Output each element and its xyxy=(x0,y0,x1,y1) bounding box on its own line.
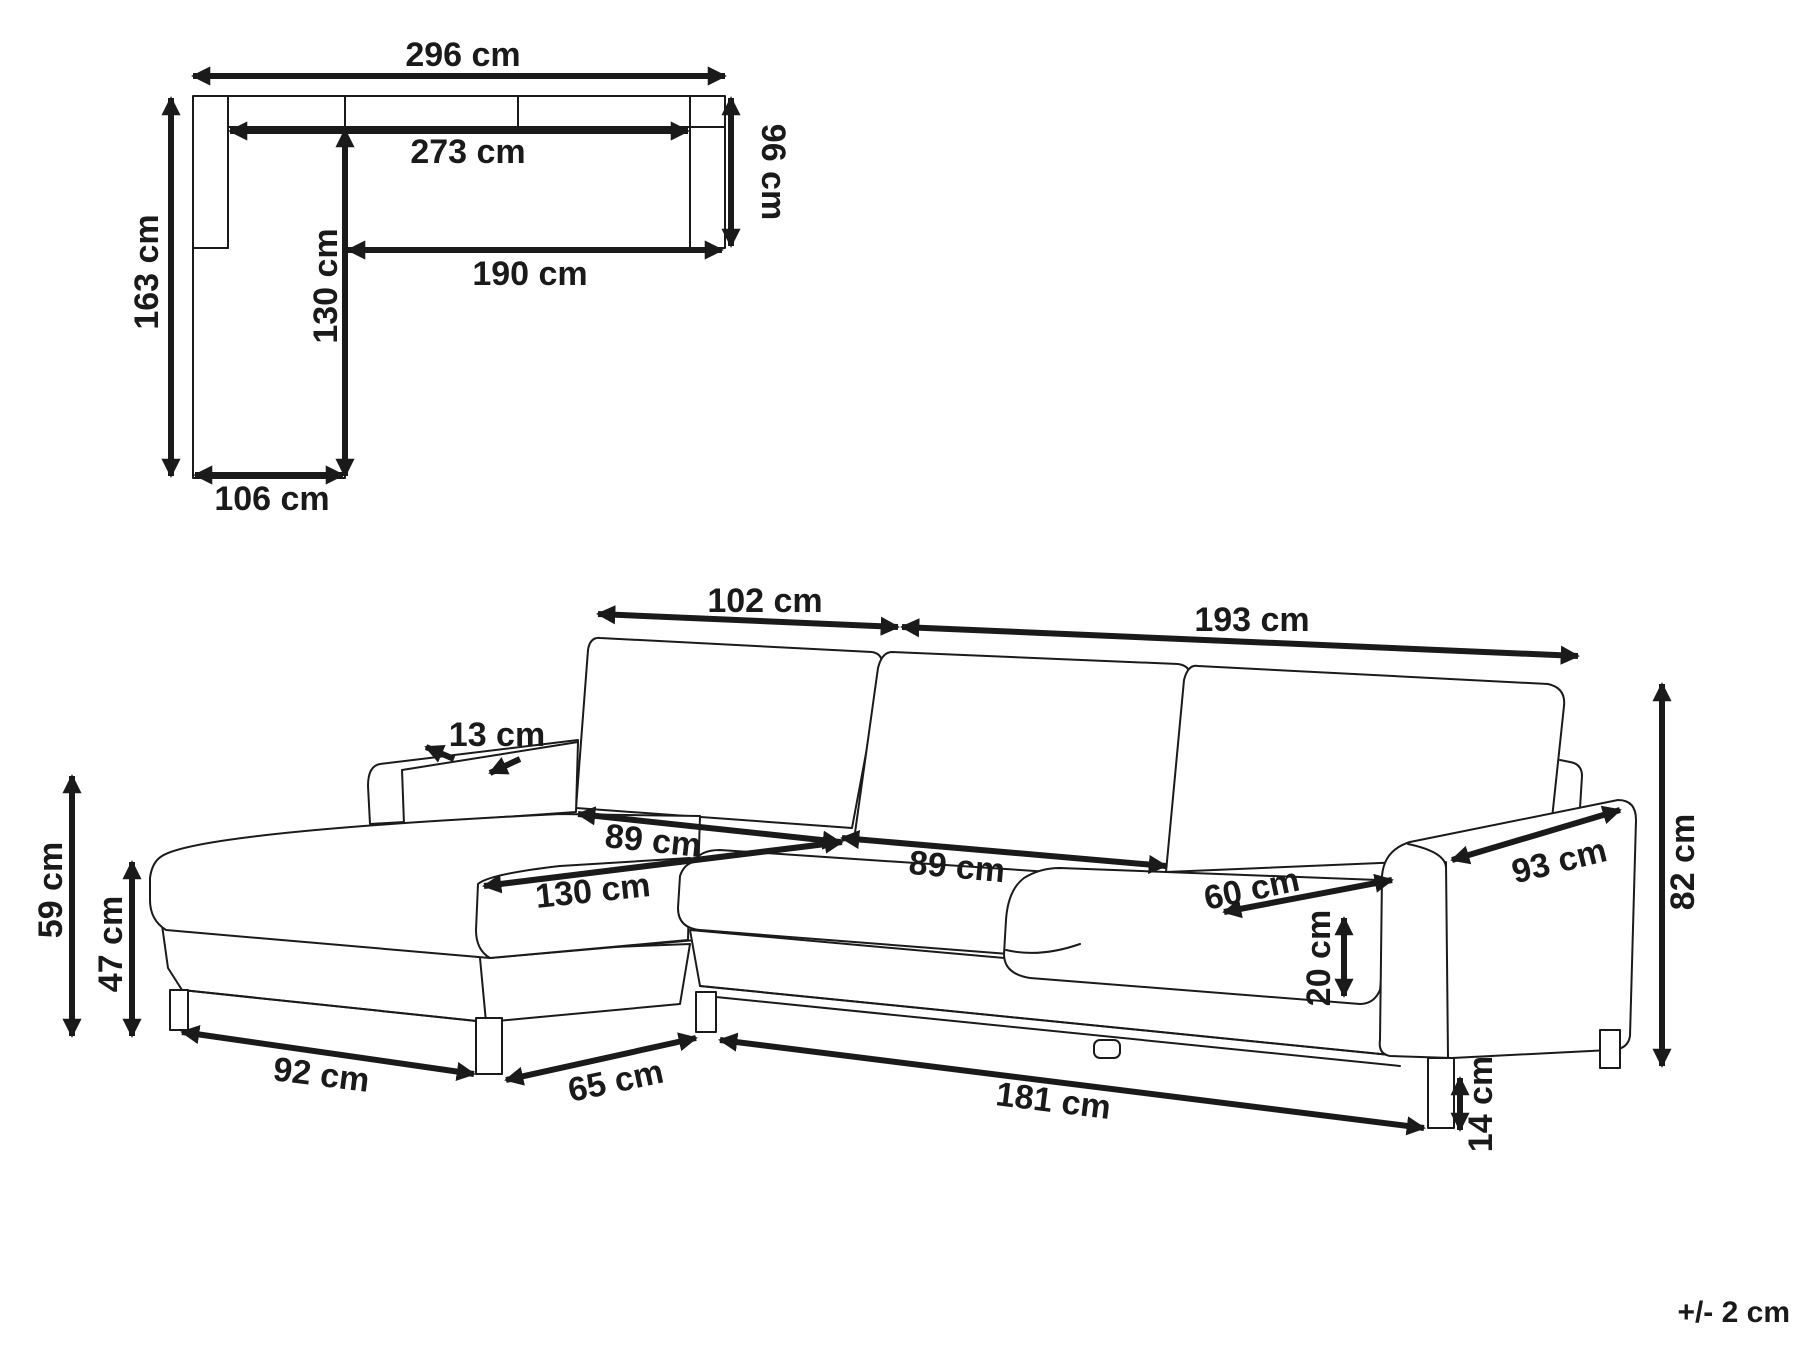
svg-text:130 cm: 130 cm xyxy=(307,228,345,343)
svg-text:20 cm: 20 cm xyxy=(1300,910,1338,1006)
dim-plan-depth-right: 96 cm xyxy=(721,96,792,248)
dim-plan-inner-width: 273 cm xyxy=(228,121,690,171)
dim-plan-seat-width: 190 cm xyxy=(346,240,724,293)
dim-leg-height: 14 cm xyxy=(1450,1056,1500,1152)
svg-text:190 cm: 190 cm xyxy=(472,255,587,293)
dim-chaise-back: 102 cm xyxy=(596,582,900,636)
sofa-perspective xyxy=(149,636,1637,1129)
leg-right-front xyxy=(1427,1057,1455,1129)
leg-front-left xyxy=(169,989,189,1031)
svg-text:14 cm: 14 cm xyxy=(1462,1056,1500,1152)
svg-text:273 cm: 273 cm xyxy=(410,133,525,171)
right-armrest xyxy=(1378,799,1637,1059)
dim-cushion-height: 20 cm xyxy=(1300,910,1354,1006)
svg-text:163 cm: 163 cm xyxy=(128,214,166,329)
dim-plan-total-width: 296 cm xyxy=(191,36,727,86)
svg-text:193 cm: 193 cm xyxy=(1194,601,1309,639)
dim-main-back: 193 cm xyxy=(900,601,1580,665)
leg-right-back xyxy=(1599,1029,1621,1069)
leg-chaise-inner xyxy=(695,991,717,1033)
back-cushion-middle xyxy=(853,651,1192,869)
dim-plan-depth-left: 163 cm xyxy=(128,96,181,478)
svg-text:47 cm: 47 cm xyxy=(92,896,130,992)
svg-text:89 cm: 89 cm xyxy=(907,844,1006,890)
tolerance-note: +/- 2 cm xyxy=(1677,1296,1790,1329)
dim-plan-chaise-depth: 130 cm xyxy=(307,128,355,478)
dim-chaise-front: 92 cm xyxy=(180,1024,476,1100)
svg-text:102 cm: 102 cm xyxy=(707,582,822,620)
dim-armrest-width: 13 cm xyxy=(424,716,545,776)
svg-text:82 cm: 82 cm xyxy=(1664,814,1702,910)
dim-seat-height: 47 cm xyxy=(92,860,142,1038)
svg-text:59 cm: 59 cm xyxy=(32,842,70,938)
svg-text:296 cm: 296 cm xyxy=(405,36,520,74)
elevation-dimensions: 102 cm 193 cm 13 cm 89 cm 89 cm 130 cm 6… xyxy=(32,582,1702,1152)
plan-view: 296 cm 273 cm 190 cm 96 cm 163 cm 130 cm… xyxy=(128,36,792,518)
dim-seat-depth-b: 89 cm xyxy=(840,829,1168,890)
dim-total-height: 82 cm xyxy=(1652,682,1702,1068)
dim-base-length: 181 cm xyxy=(718,1032,1426,1136)
dim-back-height: 59 cm xyxy=(32,774,82,1038)
svg-text:13 cm: 13 cm xyxy=(449,716,545,754)
leg-main-back xyxy=(1093,1039,1121,1059)
svg-text:181 cm: 181 cm xyxy=(994,1075,1113,1127)
svg-text:96 cm: 96 cm xyxy=(754,124,792,220)
dim-chaise-side: 65 cm xyxy=(504,1032,698,1110)
dim-plan-chaise-width: 106 cm xyxy=(193,465,345,518)
svg-text:106 cm: 106 cm xyxy=(214,480,329,518)
back-cushion-left xyxy=(575,636,884,829)
leg-chaise-front xyxy=(475,1017,503,1075)
